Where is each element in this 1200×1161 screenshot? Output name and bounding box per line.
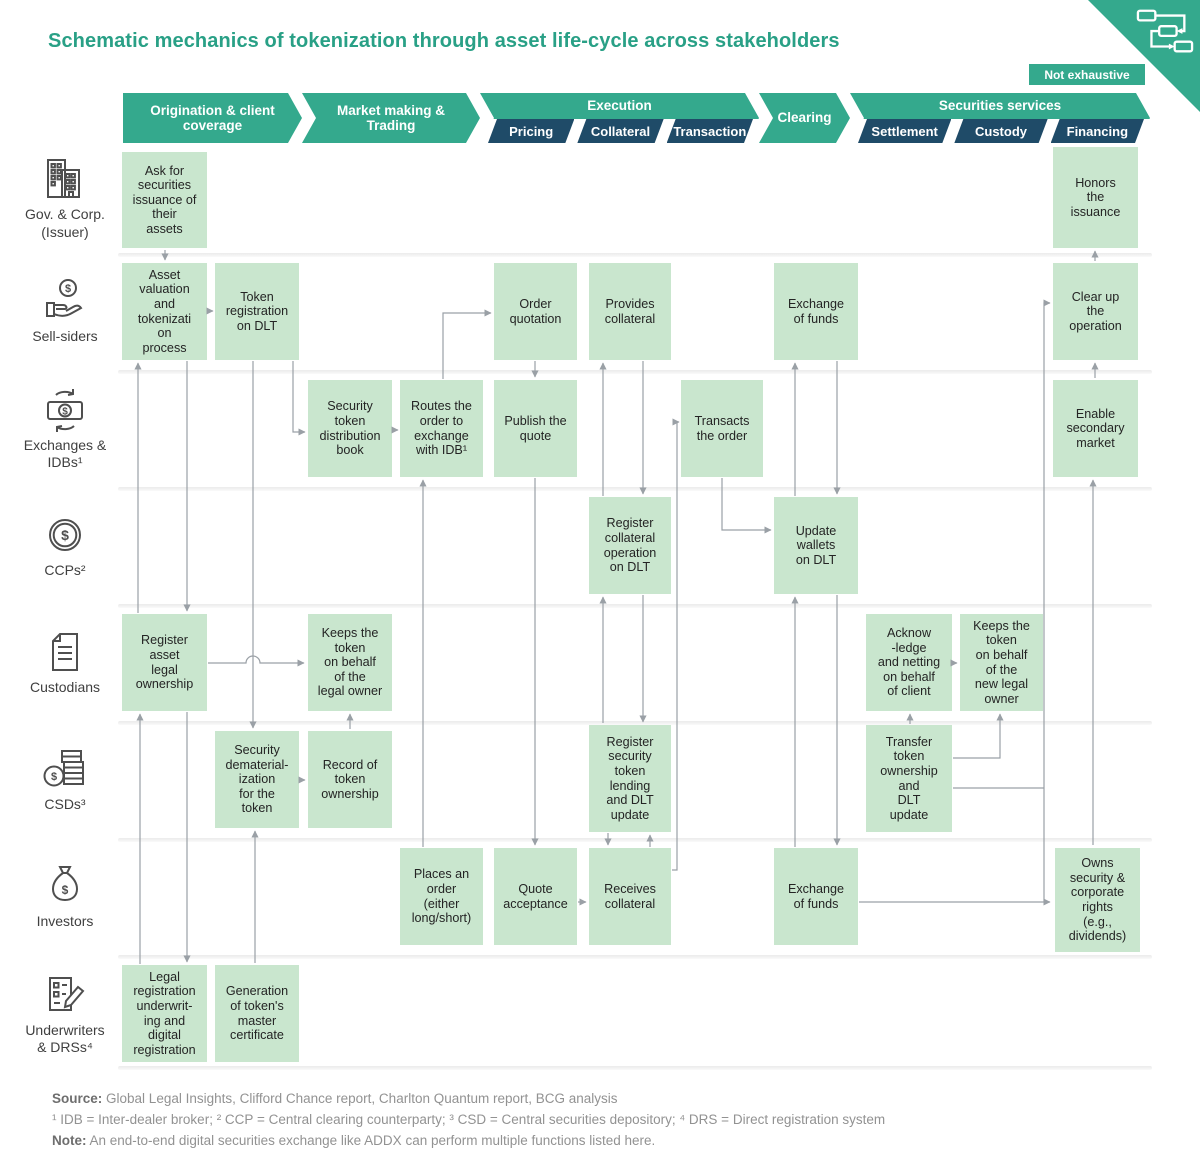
stakeholder-ccps: $ CCPs² <box>8 497 122 594</box>
note-label: Note: <box>52 1133 87 1148</box>
flow-box-quote-acceptance: Quote acceptance <box>494 848 577 945</box>
stakeholder-label: CSDs³ <box>44 796 86 813</box>
flow-box-clear-up-operation: Clear up the operation <box>1053 263 1138 360</box>
coin-stack-icon: $ <box>43 750 84 787</box>
flow-box-provides-collateral: Provides collateral <box>589 263 671 360</box>
stakeholder-investors: $ Investors <box>8 848 122 945</box>
flow-box-asset-valuation: Asset valuation and tokenizati on proces… <box>122 263 207 360</box>
flow-box-honors-issuance: Honors the issuance <box>1053 147 1138 248</box>
flow-box-token-distribution-book: Security token distribution book <box>308 380 392 477</box>
stakeholder-underwriters: Underwriters & DRSs⁴ <box>8 965 122 1062</box>
flow-box-transacts-order: Transacts the order <box>681 380 763 477</box>
subphase-settlement: Settlement <box>858 119 951 143</box>
source-label: Source: <box>52 1091 103 1106</box>
row-divider <box>118 955 1152 959</box>
stakeholder-gov-corp: Gov. & Corp. (Issuer) <box>8 148 122 248</box>
document-icon <box>52 633 78 672</box>
flow-box-legal-registration: Legal registration underwrit- ing and di… <box>122 965 207 1062</box>
subphase-collateral: Collateral <box>577 119 663 143</box>
stakeholder-label: Custodians <box>29 679 101 696</box>
flow-box-dematerialization: Security dematerial- ization for the tok… <box>215 731 299 828</box>
flow-box-register-token-lending: Register security token lending and DLT … <box>589 725 671 832</box>
stakeholder-label: Underwriters & DRSs⁴ <box>25 1021 105 1055</box>
phase-label: Execution <box>587 98 652 114</box>
phase-label: Clearing <box>777 110 832 126</box>
phase-clearing: Clearing <box>759 93 850 143</box>
flow-box-owns-security-rights: Owns security & corporate rights (e.g., … <box>1055 848 1140 952</box>
source-text: Global Legal Insights, Clifford Chance r… <box>106 1091 618 1106</box>
money-exchange-icon: $ <box>47 388 83 432</box>
footer: Source: Global Legal Insights, Clifford … <box>52 1088 1112 1151</box>
stakeholder-custodians: Custodians <box>8 614 122 711</box>
stakeholder-label: Exchanges & IDBs¹ <box>23 436 107 470</box>
flowchart-icon <box>1136 9 1194 53</box>
hand-coin-icon: $ <box>46 279 83 318</box>
flow-box-record-ownership: Record of token ownership <box>308 731 392 828</box>
stakeholder-label: Sell-siders <box>32 328 98 345</box>
flow-arrow <box>208 655 305 667</box>
flow-box-exchange-funds-clearing: Exchange of funds <box>774 263 858 360</box>
row-divider <box>118 487 1152 491</box>
stakeholder-label: CCPs² <box>44 562 86 579</box>
subphase-transaction: Transaction <box>667 119 753 143</box>
row-divider <box>118 721 1152 725</box>
row-divider <box>118 1066 1152 1070</box>
flow-arrow <box>721 478 772 534</box>
flow-box-token-registration: Token registration on DLT <box>215 263 299 360</box>
subphase-pricing: Pricing <box>488 119 574 143</box>
flow-box-generation-certificate: Generation of token's master certificate <box>215 965 299 1062</box>
row-divider <box>118 370 1152 374</box>
flow-box-ask-securities: Ask for securities issuance of their ass… <box>122 152 207 248</box>
phase-label: Origination & client coverage <box>150 102 275 133</box>
checklist-pencil-icon <box>49 976 85 1011</box>
stakeholder-sell-siders: $ Sell-siders <box>8 263 122 360</box>
row-divider <box>118 604 1152 608</box>
page-title: Schematic mechanics of tokenization thro… <box>48 30 840 52</box>
svg-text:$: $ <box>62 883 69 897</box>
flow-box-acknowledge-netting: Acknow -ledge and netting on behalf of c… <box>866 614 952 711</box>
flow-box-enable-secondary-market: Enable secondary market <box>1053 380 1138 477</box>
stakeholder-exchanges: $ Exchanges & IDBs¹ <box>8 380 122 477</box>
not-exhaustive-badge: Not exhaustive <box>1029 64 1145 85</box>
subphase-custody: Custody <box>954 119 1047 143</box>
note-line: Note: An end-to-end digital securities e… <box>52 1130 1112 1151</box>
flow-box-routes-order: Routes the order to exchange with IDB¹ <box>400 380 483 477</box>
flow-box-keeps-token-legal-owner: Keeps the token on behalf of the legal o… <box>308 614 392 711</box>
flow-box-exchange-funds-settlement: Exchange of funds <box>774 848 858 945</box>
flow-box-register-collateral: Register collateral operation on DLT <box>589 497 671 594</box>
phase-label: Market making & Trading <box>336 102 446 133</box>
row-divider <box>118 253 1152 257</box>
footnotes-line: ¹ IDB = Inter-dealer broker; ² CCP = Cen… <box>52 1112 886 1127</box>
svg-text:$: $ <box>51 771 57 783</box>
phase-market-making-trading: Market making & Trading <box>302 93 480 143</box>
svg-text:$: $ <box>61 527 69 543</box>
stakeholder-label: Investors <box>36 913 94 930</box>
phase-label: Securities services <box>938 98 1062 114</box>
source-line: Source: Global Legal Insights, Clifford … <box>52 1088 1112 1109</box>
flow-box-register-asset-ownership: Register asset legal ownership <box>122 614 207 711</box>
coin-icon: $ <box>49 519 81 552</box>
stakeholder-label: Gov. & Corp. (Issuer) <box>25 206 105 240</box>
flow-box-update-wallets: Update wallets on DLT <box>774 497 858 594</box>
flow-box-receives-collateral: Receives collateral <box>589 848 671 945</box>
stakeholder-csds: $ CSDs³ <box>8 731 122 828</box>
building-icon <box>47 159 80 199</box>
flow-box-places-order: Places an order (either long/short) <box>400 848 483 945</box>
flow-box-order-quotation: Order quotation <box>494 263 577 360</box>
flow-box-publish-quote: Publish the quote <box>494 380 577 477</box>
phase-origination-client-coverage: Origination & client coverage <box>123 93 302 143</box>
flow-box-keeps-token-new-owner: Keeps the token on behalf of the new leg… <box>960 614 1043 711</box>
row-divider <box>118 838 1152 842</box>
svg-text:$: $ <box>62 406 68 417</box>
flow-box-transfer-ownership: Transfer token ownership and DLT update <box>866 725 952 832</box>
note-text: An end-to-end digital securities exchang… <box>89 1133 656 1148</box>
subphase-financing: Financing <box>1051 119 1144 143</box>
money-bag-icon: $ <box>51 866 79 902</box>
svg-text:$: $ <box>65 283 71 295</box>
